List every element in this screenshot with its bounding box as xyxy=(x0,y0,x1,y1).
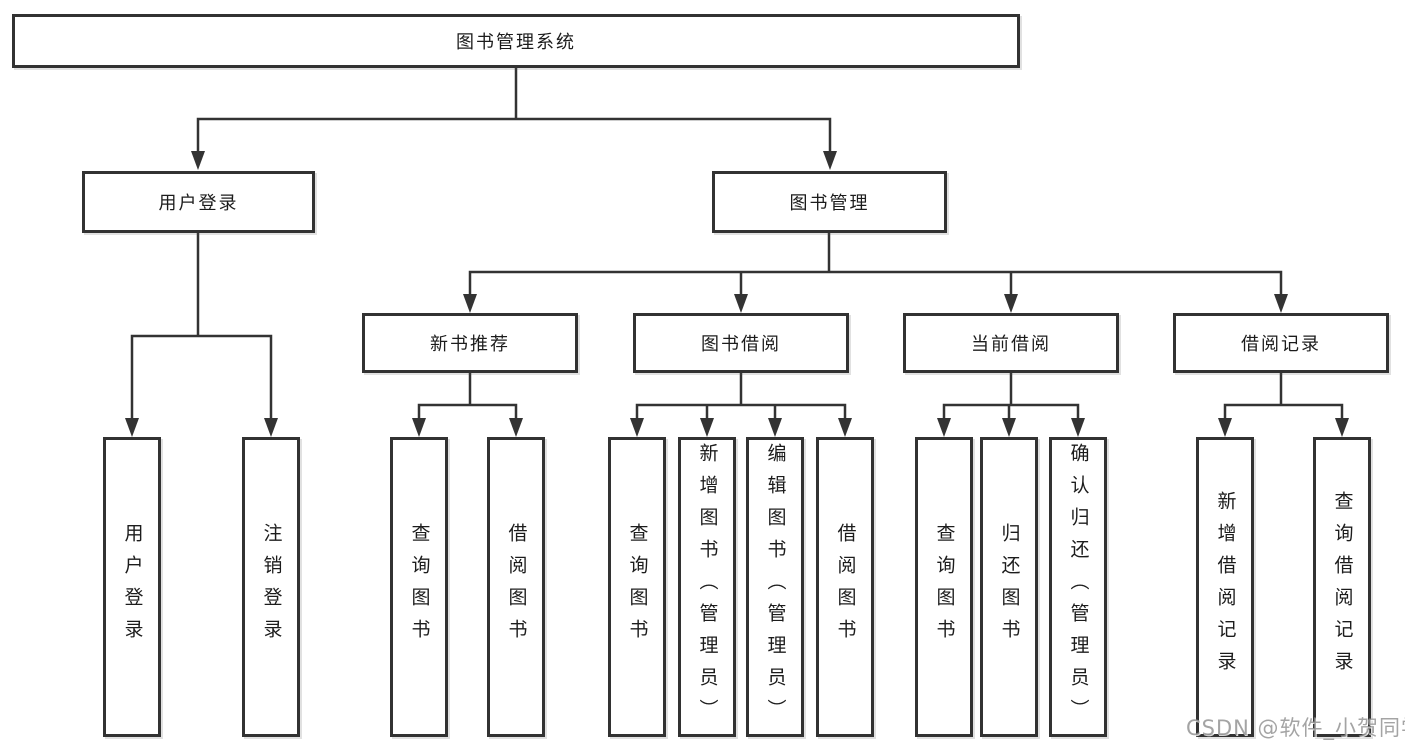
node-return-book: 归还图书 xyxy=(980,437,1038,737)
node-label: 当前借阅 xyxy=(971,334,1051,355)
arrowhead-icon xyxy=(630,418,644,437)
node-current-borrowing: 当前借阅 xyxy=(903,313,1119,373)
node-query-books-recommend: 查询图书 xyxy=(390,437,448,737)
node-library-management-system: 图书管理系统 xyxy=(12,14,1020,68)
arrowhead-icon xyxy=(838,418,852,437)
node-logout: 注销登录 xyxy=(242,437,300,737)
arrowhead-icon xyxy=(1071,418,1085,437)
node-add-book-admin: 新增图书（管理员） xyxy=(678,437,736,737)
node-label: 借阅图书 xyxy=(505,523,528,651)
node-label: 注销登录 xyxy=(260,523,283,651)
node-label: 查询图书 xyxy=(408,523,431,651)
node-label: 新增借阅记录 xyxy=(1214,491,1237,683)
node-query-borrow-record: 查询借阅记录 xyxy=(1313,437,1371,737)
node-label: 用户登录 xyxy=(158,193,239,214)
node-label: 归还图书 xyxy=(998,523,1021,651)
arrowhead-icon xyxy=(191,151,205,170)
arrowhead-icon xyxy=(823,151,837,170)
node-add-borrow-record: 新增借阅记录 xyxy=(1196,437,1254,737)
arrowhead-icon xyxy=(937,418,951,437)
node-label: 查询图书 xyxy=(933,523,956,651)
arrowhead-icon xyxy=(1002,418,1016,437)
arrowhead-icon xyxy=(768,418,782,437)
node-label: 图书管理 xyxy=(789,193,870,214)
node-label: 确认归还（管理员） xyxy=(1067,443,1090,731)
arrowhead-icon xyxy=(264,418,278,437)
arrowhead-icon xyxy=(463,294,477,313)
arrowhead-icon xyxy=(509,418,523,437)
node-confirm-return-admin: 确认归还（管理员） xyxy=(1049,437,1107,737)
node-book-management-module: 图书管理 xyxy=(712,171,947,233)
node-label: 编辑图书（管理员） xyxy=(764,443,787,731)
node-borrowing-records: 借阅记录 xyxy=(1173,313,1389,373)
arrowhead-icon xyxy=(1218,418,1232,437)
node-label: 新增图书（管理员） xyxy=(696,443,719,731)
node-query-books-current: 查询图书 xyxy=(915,437,973,737)
arrowhead-icon xyxy=(412,418,426,437)
node-label: 借阅记录 xyxy=(1241,334,1321,355)
node-label: 借阅图书 xyxy=(834,523,857,651)
csdn-watermark: CSDN @软件_小贺同学 xyxy=(1186,716,1405,740)
arrowhead-icon xyxy=(125,418,139,437)
node-label: 图书管理系统 xyxy=(456,32,576,53)
node-label: 查询图书 xyxy=(626,523,649,651)
arrowhead-icon xyxy=(1335,418,1349,437)
arrowhead-icon xyxy=(1004,294,1018,313)
arrowhead-icon xyxy=(734,294,748,313)
node-new-book-recommendation: 新书推荐 xyxy=(362,313,578,373)
node-user-login-module: 用户登录 xyxy=(82,171,315,233)
node-label: 新书推荐 xyxy=(430,334,510,355)
node-edit-book-admin: 编辑图书（管理员） xyxy=(746,437,804,737)
arrowhead-icon xyxy=(700,418,714,437)
node-query-books-borrow: 查询图书 xyxy=(608,437,666,737)
node-label: 用户登录 xyxy=(121,523,144,651)
node-label: 查询借阅记录 xyxy=(1331,491,1354,683)
arrowhead-icon xyxy=(1274,294,1288,313)
node-user-login: 用户登录 xyxy=(103,437,161,737)
node-label: 图书借阅 xyxy=(701,334,781,355)
node-borrow-books: 借阅图书 xyxy=(816,437,874,737)
node-book-borrowing: 图书借阅 xyxy=(633,313,849,373)
node-borrow-books-recommend: 借阅图书 xyxy=(487,437,545,737)
